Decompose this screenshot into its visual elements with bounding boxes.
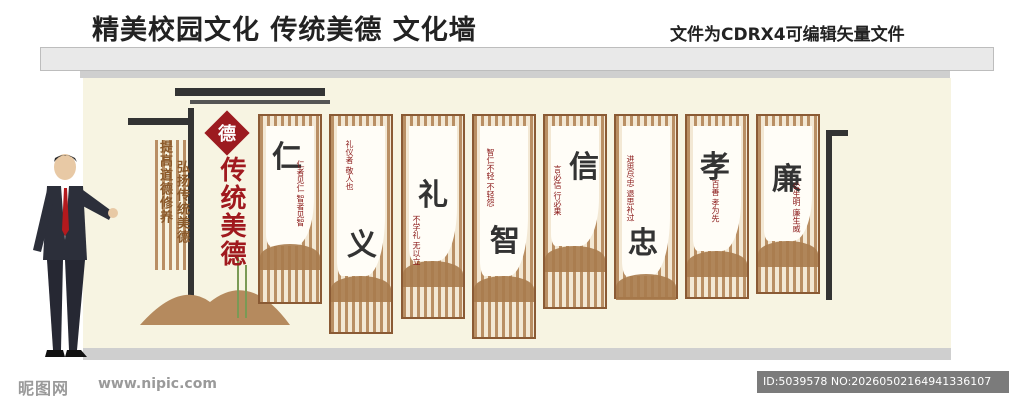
panel-li (401, 114, 465, 319)
panel-zhong (614, 114, 678, 300)
slogan-line-1: 弘扬传统美德 (174, 160, 189, 244)
roof-shadow (80, 71, 950, 78)
seal-char: 德 (218, 124, 236, 145)
right-ornament (826, 130, 848, 300)
panel-char-yi: 义 (347, 228, 377, 263)
panel-text-zhong: 进思尽忠 退思补过 (626, 155, 635, 222)
watermark-logo: 昵图网 (18, 379, 70, 398)
panel-text-li: 不学礼 无以立 (412, 215, 421, 266)
panel-text-xin: 言必信 行必果 (553, 165, 562, 216)
panel-zhi (472, 114, 536, 339)
panel-lian (756, 114, 820, 294)
panel-char-xiao: 孝 (700, 150, 730, 185)
panel-xiao (685, 114, 749, 299)
panel-text-ren: 仁者见仁 智者见智 (296, 160, 305, 227)
panel-char-zhong: 忠 (628, 226, 658, 261)
panel-text-lian: 公生明 廉生威 (792, 182, 801, 233)
panel-char-ren: 仁 (272, 140, 302, 175)
id-label: ID:5039578 NO:20260502164941336107 (757, 371, 1009, 393)
panel-yi (329, 114, 393, 334)
panel-text-zhi: 智仁不轻 不轻怨 (486, 148, 495, 207)
panel-xin (543, 114, 607, 309)
section-heading: 传统美德 (216, 156, 246, 268)
panel-char-lian: 廉 (772, 162, 802, 197)
wall-roof (40, 47, 994, 71)
panel-char-li: 礼 (418, 178, 448, 213)
left-ornament (128, 88, 330, 325)
panel-ren (258, 114, 322, 304)
panel-char-xin: 信 (569, 150, 599, 185)
panel-text-yi: 礼仪者 敬人也 (345, 140, 354, 191)
businessman-figure (33, 154, 118, 357)
slogan-line-2: 提高道德修养 (157, 140, 172, 224)
watermark-url: www.nipic.com (98, 376, 217, 392)
page-title: 精美校园文化 传统美德 文化墙 (92, 15, 477, 46)
wall-base (83, 348, 951, 360)
panel-text-xiao: 百善 孝为先 (711, 180, 720, 223)
file-note: 文件为CDRX4可编辑矢量文件 (670, 25, 905, 45)
panel-char-zhi: 智 (490, 224, 520, 259)
